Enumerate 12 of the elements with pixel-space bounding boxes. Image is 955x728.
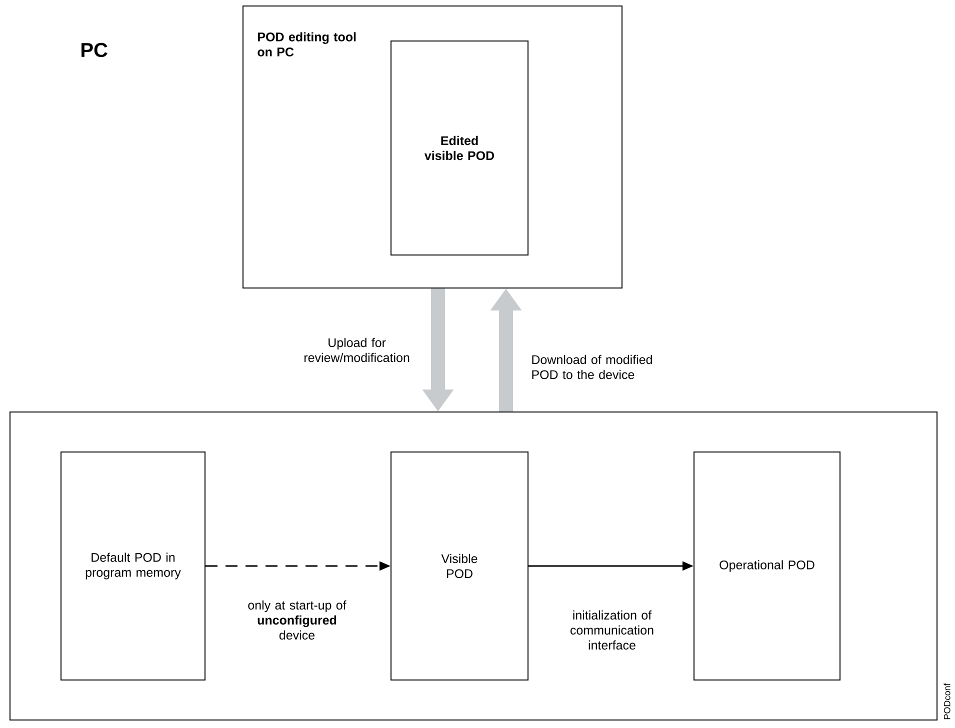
process-box: Operational POD [694, 452, 840, 680]
edge-label: initialization of communication interface [570, 610, 654, 650]
edge-label: Download of modified POD to the device [532, 354, 652, 380]
edge-label: Upload for review/modification [304, 338, 410, 362]
box-title: POD editing tool on PC [258, 32, 356, 56]
process-box: Visible POD [390, 452, 528, 680]
figure-id: PODconf [944, 683, 950, 720]
heading: PC [82, 42, 108, 58]
process-box: Edited visible POD [390, 40, 528, 256]
container-box [10, 412, 938, 720]
edge-label: only at start-up of unconfigured device [248, 600, 346, 640]
process-box: Default POD in program memory [60, 452, 206, 680]
